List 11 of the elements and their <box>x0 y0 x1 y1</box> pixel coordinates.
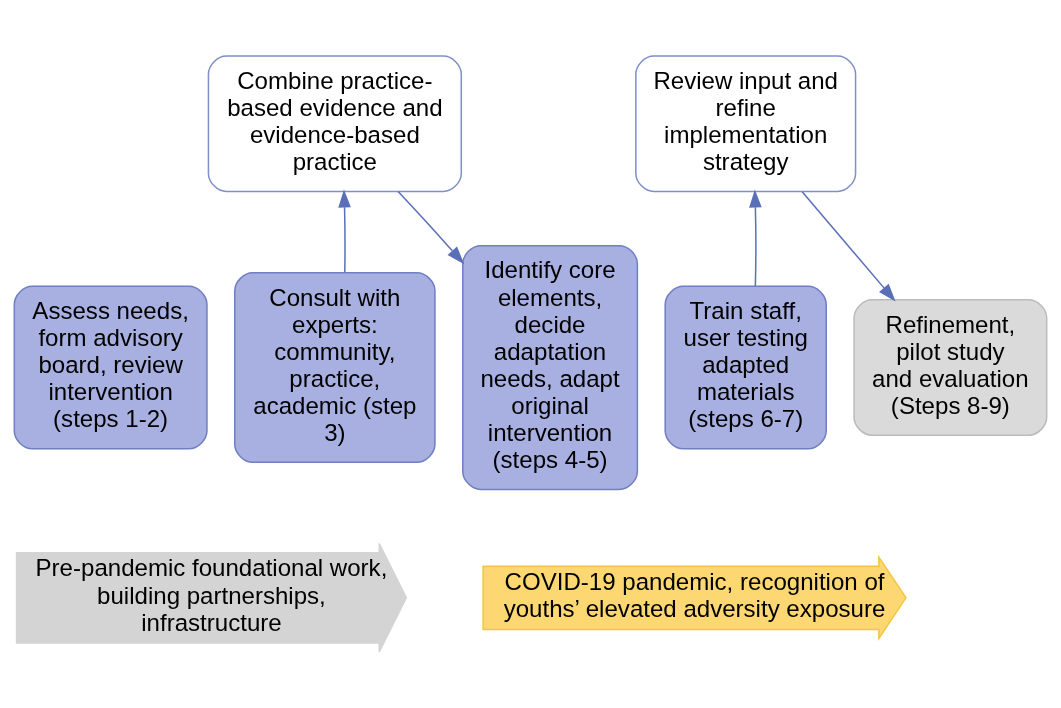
node-box: Combine practice-based evidence and evidence-based practice <box>207 55 462 193</box>
node-box: Review input and refine implementation strategy <box>635 55 857 193</box>
node-box: Identify core elements, decide adaptation needs, adapt original intervention (steps 4-5) <box>462 244 639 491</box>
node-box: Train staff, user testing adapted materials (steps 6-7) <box>664 285 827 450</box>
arrow <box>397 190 465 265</box>
arrow <box>338 189 351 274</box>
node-box: Refinement, pilot study and evaluation (Steps 8-9) <box>853 299 1048 436</box>
node-box: Assess needs, form advisory board, review intervention (steps 1-2) <box>13 285 208 450</box>
node-box: Consult with experts: community, practice, academic (step 3) <box>234 272 436 464</box>
arrow <box>749 189 762 287</box>
arrow <box>801 190 896 302</box>
